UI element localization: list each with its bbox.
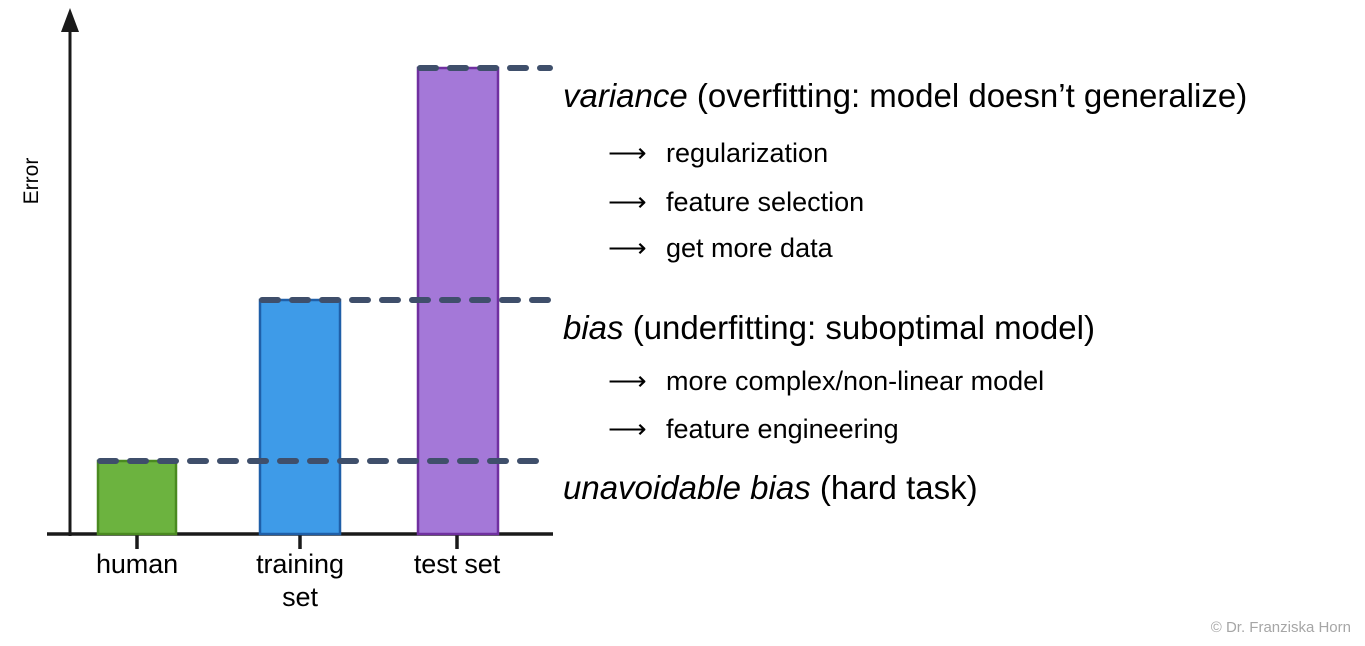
reference-lines xyxy=(97,65,553,464)
annotation-heading-variance: variance (overfitting: model doesn’t gen… xyxy=(563,76,1247,116)
bias-bullet-2: ⟶ feature engineering xyxy=(608,412,899,446)
arrow-right-icon: ⟶ xyxy=(608,366,647,396)
annotation-detail-bias: (underfitting: suboptimal model) xyxy=(623,309,1095,346)
annotation-term-unavoidable-bias: unavoidable bias xyxy=(563,469,811,506)
x-tick-label-training-line2: set xyxy=(282,582,318,612)
arrow-right-icon: ⟶ xyxy=(608,138,647,168)
bar-training-set xyxy=(258,298,342,536)
variance-bullet-3: ⟶ get more data xyxy=(608,231,833,265)
bias-bullet-1-label: more complex/non-linear model xyxy=(666,366,1045,396)
variance-bullet-1-label: regularization xyxy=(666,138,829,168)
bias-bullet-2-label: feature engineering xyxy=(666,414,899,444)
annotation-term-bias: bias xyxy=(563,309,624,346)
y-axis-title: Error xyxy=(20,157,43,205)
bias-bullet-1: ⟶ more complex/non-linear model xyxy=(608,364,1044,398)
annotation-detail-variance: (overfitting: model doesn’t generalize) xyxy=(687,77,1248,114)
annotation-detail-unavoidable-bias: (hard task) xyxy=(810,469,978,506)
x-tick-label-training-line1: training xyxy=(256,549,344,579)
arrow-right-icon: ⟶ xyxy=(608,414,647,444)
x-tick-label-test-line1: test set xyxy=(413,549,501,579)
variance-bullet-3-label: get more data xyxy=(666,233,833,263)
annotation-column: variance (overfitting: model doesn’t gen… xyxy=(560,0,1365,646)
chart-svg xyxy=(47,8,553,549)
variance-bullet-2-label: feature selection xyxy=(666,187,865,217)
variance-bullet-1: ⟶ regularization xyxy=(608,136,828,170)
x-tick-label-test-set: test set xyxy=(396,548,518,581)
annotation-heading-bias: bias (underfitting: suboptimal model) xyxy=(563,308,1095,348)
y-axis xyxy=(61,8,79,536)
arrow-right-icon: ⟶ xyxy=(608,233,647,263)
x-tick-label-human: human xyxy=(77,548,197,581)
bar-human xyxy=(96,459,178,536)
x-tick-label-human-line1: human xyxy=(95,549,179,579)
x-tick-label-training-set: training set xyxy=(238,548,362,614)
arrow-right-icon: ⟶ xyxy=(608,187,647,217)
bias-variance-bar-chart: Error human training set test set xyxy=(0,0,560,646)
variance-bullet-2: ⟶ feature selection xyxy=(608,185,864,219)
copyright-credit: © Dr. Franziska Horn xyxy=(1210,619,1351,636)
annotation-term-variance: variance xyxy=(563,77,688,114)
annotation-heading-unavoidable-bias: unavoidable bias (hard task) xyxy=(563,468,978,508)
